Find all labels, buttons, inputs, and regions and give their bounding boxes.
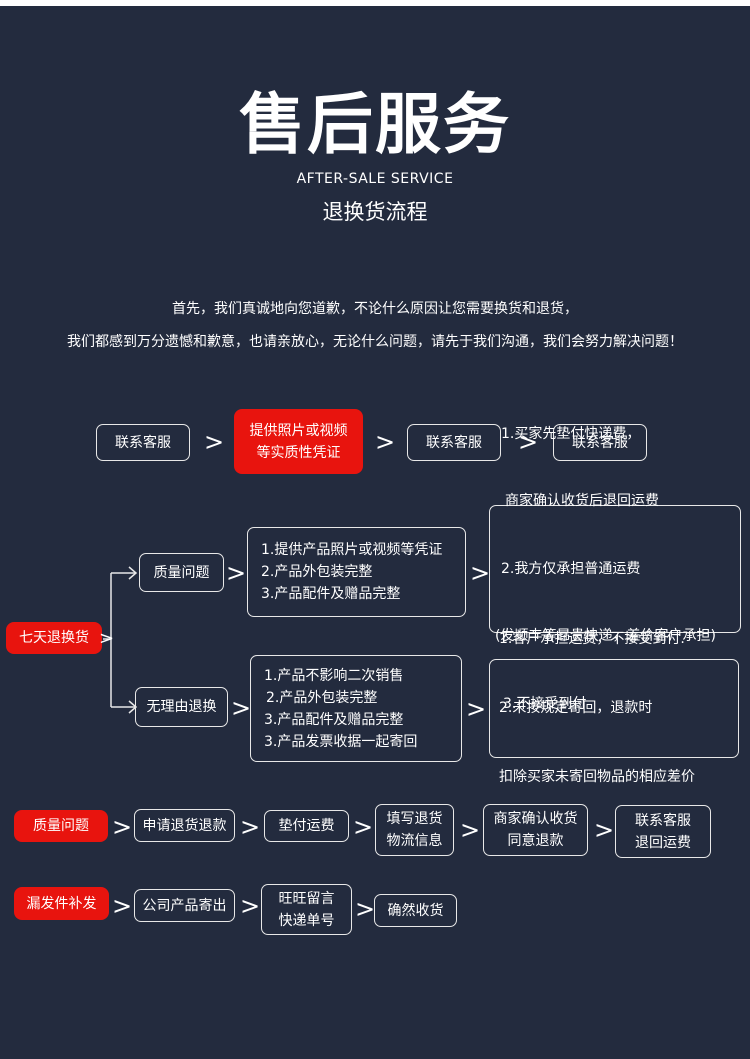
- arrow-icon: >: [240, 892, 261, 920]
- page-subtitle-en: AFTER-SALE SERVICE: [296, 171, 454, 187]
- contact-service-box-1: 联系客服: [96, 424, 190, 461]
- arrow-icon: >: [226, 559, 247, 587]
- no-reason-result-1: 1.客户承担运费，不接受到付.: [499, 631, 685, 647]
- advance-shipping-box: 垫付运费: [264, 810, 349, 842]
- no-reason-result-2: 2.未按规定寄回，退款时: [499, 700, 653, 716]
- contact-service-box-2: 联系客服: [407, 424, 501, 461]
- arrow-icon: >: [112, 892, 133, 920]
- contact-refund-line-1: 联系客服: [635, 812, 691, 829]
- missing-item-label: 漏发件补发: [14, 887, 109, 920]
- arrow-icon: >: [460, 816, 481, 844]
- wangwang-line-2: 快递单号: [278, 912, 335, 929]
- intro-line-1: 首先，我们真诚地向您道歉，不论什么原因让您需要换货和退货，: [172, 301, 578, 317]
- quality-conditions-box: 1.提供产品照片或视频等凭证 2.产品外包装完整 3.产品配件及赠品完整: [247, 527, 466, 617]
- no-reason-result-3: 扣除买家未寄回物品的相应差价: [499, 769, 695, 785]
- arrow-icon: >: [99, 628, 115, 649]
- merchant-confirm-box: 商家确认收货 同意退款: [483, 804, 588, 856]
- quality-result-3: 2.我方仅承担普通运费: [501, 560, 641, 577]
- arrow-icon: >: [518, 428, 539, 456]
- no-reason-condition-1: 1.产品不影响二次销售: [264, 667, 404, 684]
- no-reason-conditions-box: 1.产品不影响二次销售 2.产品外包装完整 3.产品配件及赠品完整 3.产品发票…: [250, 655, 462, 762]
- no-reason-results-box: 1.客户承担运费，不接受到付. 2.未按规定寄回，退款时 扣除买家未寄回物品的相…: [489, 631, 739, 785]
- arrow-icon: >: [470, 559, 491, 587]
- provide-evidence-box: 提供照片或视频 等实质性凭证: [234, 409, 363, 474]
- confirm-receipt-box: 确然收货: [374, 894, 457, 927]
- company-ships-box: 公司产品寄出: [134, 889, 235, 922]
- apply-refund-box: 申请退货退款: [134, 809, 235, 842]
- quality-result-1: 1.买家先垫付快递费，: [501, 425, 641, 442]
- fill-logistics-line-1: 填写退货: [386, 811, 443, 827]
- top-strip: [0, 0, 750, 6]
- fill-logistics-box: 填写退货 物流信息: [375, 804, 454, 856]
- no-reason-condition-3: 3.产品配件及赠品完整: [264, 711, 404, 728]
- quality-condition-1: 1.提供产品照片或视频等凭证: [261, 542, 443, 558]
- quality-result-2: 商家确认收货后退回运费: [505, 493, 659, 510]
- page-subtitle-cn: 退换货流程: [322, 200, 428, 224]
- arrow-icon: >: [204, 428, 225, 456]
- intro-line-2: 我们都感到万分遗憾和歉意，也请亲放心，无论什么问题，请先于我们沟通，我们会努力解…: [67, 334, 683, 350]
- arrow-icon: >: [594, 816, 615, 844]
- quality-result-4: (发顺丰等昂贵快递，差价客户承担): [495, 628, 716, 645]
- arrow-icon: >: [375, 428, 396, 456]
- quality-result-5: 3.不接受到付: [503, 695, 587, 712]
- quality-issue-box: 质量问题: [139, 553, 224, 592]
- contact-service-box-3: 联系客服: [553, 424, 647, 461]
- fill-logistics-line-2: 物流信息: [386, 833, 443, 849]
- quality-issue-label: 质量问题: [14, 810, 108, 842]
- quality-condition-2: 2.产品外包装完整: [261, 564, 373, 580]
- arrow-icon: >: [112, 813, 133, 841]
- merchant-confirm-line-1: 商家确认收货: [493, 811, 578, 827]
- wangwang-message-box: 旺旺留言 快递单号: [261, 884, 352, 935]
- provide-evidence-line-2: 等实质性凭证: [256, 444, 341, 461]
- arrow-icon: >: [466, 695, 487, 723]
- contact-refund-shipping-box: 联系客服 退回运费: [615, 805, 711, 858]
- wangwang-line-1: 旺旺留言: [278, 890, 335, 907]
- arrow-icon: >: [231, 694, 252, 722]
- provide-evidence-line-1: 提供照片或视频: [249, 422, 348, 439]
- contact-refund-line-2: 退回运费: [635, 834, 691, 851]
- page-title: 售后服务: [239, 86, 511, 163]
- no-reason-condition-2: 2.产品外包装完整: [266, 689, 378, 706]
- merchant-confirm-line-2: 同意退款: [507, 833, 564, 849]
- arrow-icon: >: [353, 813, 374, 841]
- seven-day-return-label: 七天退换货: [6, 622, 102, 654]
- quality-results-box: 1.买家先垫付快递费， 商家确认收货后退回运费 2.我方仅承担普通运费 (发顺丰…: [489, 426, 741, 712]
- arrow-icon: >: [355, 895, 376, 923]
- arrow-icon: >: [240, 813, 261, 841]
- no-reason-return-box: 无理由退换: [135, 687, 228, 727]
- no-reason-condition-4: 3.产品发票收据一起寄回: [264, 733, 418, 750]
- quality-condition-3: 3.产品配件及赠品完整: [261, 586, 401, 602]
